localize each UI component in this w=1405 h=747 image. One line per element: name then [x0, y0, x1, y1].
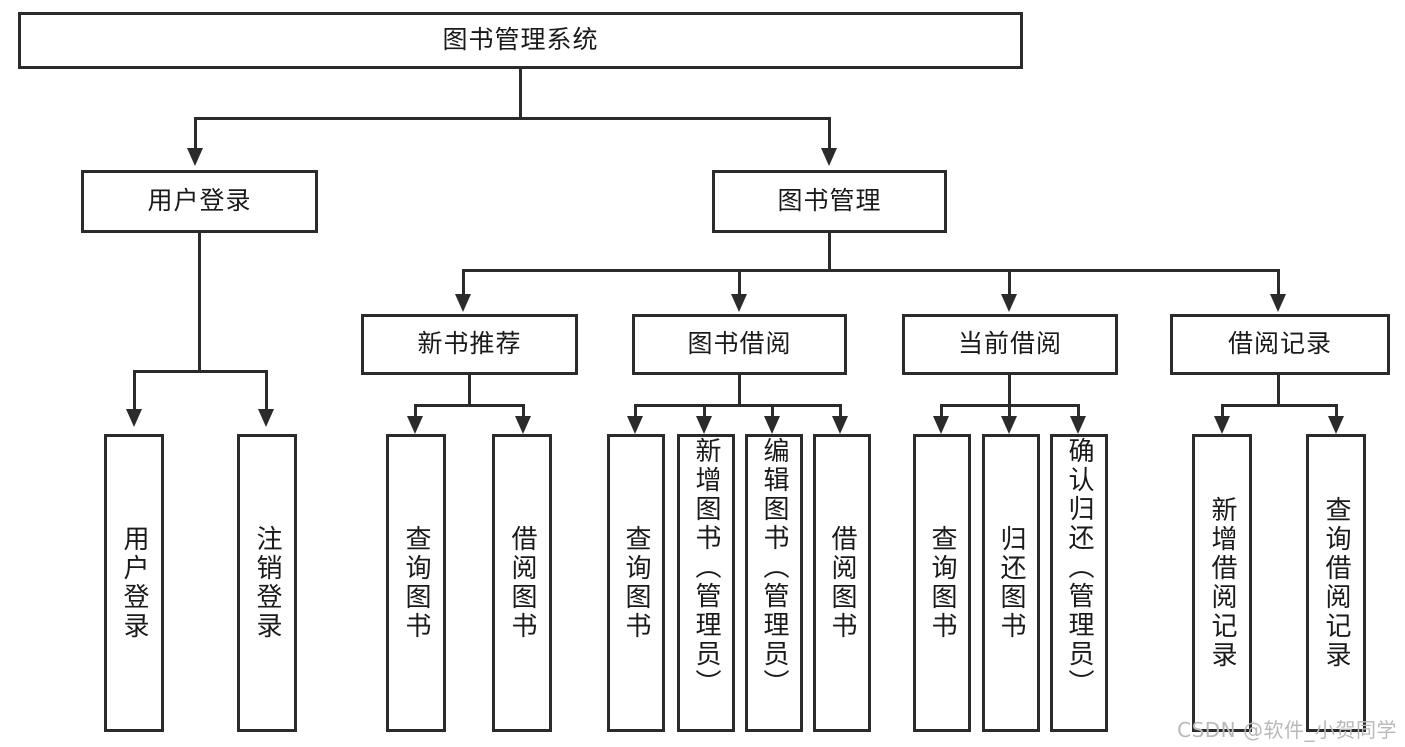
- node-leaf-add-book-admin[interactable]: 新增图书（管理员）: [677, 434, 735, 732]
- node-label: 图书管理系统: [442, 25, 599, 55]
- arrow-book-manage-to-book-borrow: [731, 294, 747, 312]
- edge-new-book-to-leaf-1: [414, 404, 417, 422]
- edge-borrow-record-stem: [1277, 375, 1280, 406]
- node-leaf-query-borrow-record[interactable]: 查询借阅记录: [1306, 434, 1366, 732]
- edge-borrow-record-to-leaf-1: [1221, 404, 1224, 422]
- arrow-root-to-book-manage: [821, 148, 837, 166]
- node-current-borrow[interactable]: 当前借阅: [902, 314, 1118, 375]
- edge-book-manage-stem: [828, 233, 831, 271]
- node-leaf-logout[interactable]: 注销登录: [237, 434, 297, 732]
- edge-book-manage-to-borrow-record: [1277, 269, 1280, 296]
- node-label: 图书管理: [777, 186, 882, 216]
- node-leaf-borrow-book-1[interactable]: 借阅图书: [492, 434, 552, 732]
- arrow-book-manage-to-current-borrow: [1001, 294, 1017, 312]
- node-user-login[interactable]: 用户登录: [81, 170, 318, 233]
- node-leaf-query-book-2[interactable]: 查询图书: [607, 434, 665, 732]
- edge-book-manage-to-current-borrow: [1008, 269, 1011, 296]
- edge-book-manage-bus: [462, 269, 1280, 272]
- edge-user-login-stem: [198, 233, 201, 370]
- edge-root-bus: [194, 117, 831, 120]
- node-label: 注销登录: [252, 525, 283, 641]
- arrow-user-login-to-leaf-1: [126, 409, 142, 427]
- node-label: 查询图书: [401, 525, 432, 641]
- arrow-book-manage-to-borrow-record: [1270, 294, 1286, 312]
- edge-current-borrow-to-leaf-2: [1008, 404, 1011, 422]
- node-new-book-rec[interactable]: 新书推荐: [361, 314, 578, 375]
- node-book-manage[interactable]: 图书管理: [712, 170, 947, 233]
- edge-book-manage-to-new-book: [462, 269, 465, 296]
- arrow-borrow-record-to-leaf-2: [1328, 416, 1344, 434]
- arrow-book-borrow-to-leaf-4: [832, 416, 848, 434]
- arrow-current-borrow-to-leaf-1: [933, 416, 949, 434]
- arrow-user-login-to-leaf-2: [258, 409, 274, 427]
- node-label: 归还图书: [996, 525, 1027, 641]
- node-label: 借阅图书: [507, 525, 538, 641]
- node-label: 确认归还（管理员）: [1064, 437, 1095, 698]
- node-leaf-edit-book-admin[interactable]: 编辑图书（管理员）: [745, 434, 803, 732]
- node-label: 新增图书（管理员）: [691, 437, 722, 698]
- node-leaf-borrow-book-2[interactable]: 借阅图书: [813, 434, 871, 732]
- edge-book-borrow-to-leaf-2: [703, 404, 706, 422]
- arrow-book-manage-to-new-book: [455, 294, 471, 312]
- node-leaf-return-book[interactable]: 归还图书: [982, 434, 1040, 732]
- node-root-system[interactable]: 图书管理系统: [18, 12, 1023, 69]
- edge-book-borrow-stem: [738, 375, 741, 406]
- edge-current-borrow-stem: [1008, 375, 1011, 406]
- arrow-current-borrow-to-leaf-3: [1070, 416, 1086, 434]
- edge-root-to-user-login: [194, 117, 197, 148]
- arrow-new-book-to-leaf-2: [515, 416, 531, 434]
- node-label: 查询图书: [927, 525, 958, 641]
- node-label: 查询借阅记录: [1321, 496, 1352, 670]
- node-leaf-add-borrow-record[interactable]: 新增借阅记录: [1192, 434, 1252, 732]
- node-label: 新增借阅记录: [1207, 496, 1238, 670]
- node-label: 编辑图书（管理员）: [759, 437, 790, 698]
- node-label: 查询图书: [621, 525, 652, 641]
- edge-root-to-book-manage: [828, 117, 831, 148]
- edge-book-borrow-to-leaf-1: [634, 404, 637, 422]
- arrow-root-to-user-login: [187, 148, 203, 166]
- node-label: 当前借阅: [957, 329, 1062, 359]
- node-label: 新书推荐: [417, 329, 522, 359]
- node-label: 用户登录: [119, 525, 150, 641]
- node-leaf-query-book-3[interactable]: 查询图书: [913, 434, 971, 732]
- node-book-borrow[interactable]: 图书借阅: [632, 314, 847, 375]
- edge-new-book-to-leaf-2: [522, 404, 525, 422]
- edge-book-borrow-to-leaf-4: [839, 404, 842, 422]
- edge-user-login-bus: [133, 370, 268, 373]
- node-leaf-query-book-1[interactable]: 查询图书: [386, 434, 446, 732]
- arrow-book-borrow-to-leaf-3: [764, 416, 780, 434]
- arrow-current-borrow-to-leaf-2: [1001, 416, 1017, 434]
- node-label: 用户登录: [147, 186, 252, 216]
- node-label: 借阅图书: [827, 525, 858, 641]
- arrow-book-borrow-to-leaf-1: [627, 416, 643, 434]
- edge-current-borrow-to-leaf-1: [940, 404, 943, 422]
- node-leaf-confirm-return-admin[interactable]: 确认归还（管理员）: [1050, 434, 1108, 732]
- arrow-new-book-to-leaf-1: [407, 416, 423, 434]
- edge-book-manage-to-book-borrow: [738, 269, 741, 296]
- edge-borrow-record-to-leaf-2: [1335, 404, 1338, 422]
- node-label: 借阅记录: [1227, 329, 1332, 359]
- edge-new-book-stem: [468, 375, 471, 406]
- edge-root-stem: [519, 69, 522, 117]
- node-borrow-record[interactable]: 借阅记录: [1170, 314, 1390, 375]
- arrow-borrow-record-to-leaf-1: [1214, 416, 1230, 434]
- edge-current-borrow-to-leaf-3: [1077, 404, 1080, 422]
- edge-user-login-to-leaf-1: [133, 370, 136, 413]
- edge-user-login-to-leaf-2: [265, 370, 268, 413]
- node-label: 图书借阅: [687, 329, 792, 359]
- edge-new-book-bus: [414, 404, 525, 407]
- edge-borrow-record-bus: [1221, 404, 1338, 407]
- arrow-book-borrow-to-leaf-2: [696, 416, 712, 434]
- edge-book-borrow-to-leaf-3: [771, 404, 774, 422]
- node-leaf-user-login[interactable]: 用户登录: [104, 434, 164, 732]
- edge-book-borrow-bus: [634, 404, 842, 407]
